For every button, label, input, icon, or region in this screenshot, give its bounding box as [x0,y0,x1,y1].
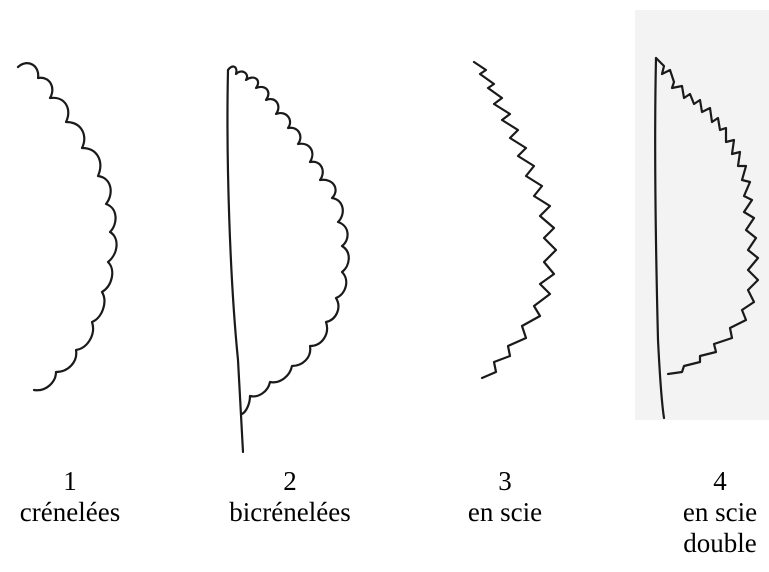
leaf-margin-serrate [472,60,558,380]
panel-2-number: 2 [283,466,297,496]
panel-2-label: bicrénelées [229,497,351,527]
midrib-4 [654,56,666,420]
leaf-margin-crenate [16,62,118,392]
caption-panel-2: 2 bicrénelées [215,466,365,528]
caption-panel-3: 3 en scie [440,466,570,528]
panel-4-label-line1: en scie [682,497,758,527]
panel-4-label-line2: double [683,528,757,558]
leaf-margin-doubly-crenate [226,65,350,454]
caption-panel-4: 4 en scie double [655,466,769,559]
caption-panel-1: 1 crénelées [0,466,145,528]
panel-1-label: crénelées [19,497,121,527]
panel-4-number: 4 [713,466,727,496]
midrib-2 [226,68,245,454]
panel-1-number: 1 [63,466,77,496]
panel-4-background [635,10,769,420]
panel-3-number: 3 [498,466,512,496]
panel-3-label: en scie [467,497,543,527]
leaf-margin-doubly-serrate [654,56,760,420]
